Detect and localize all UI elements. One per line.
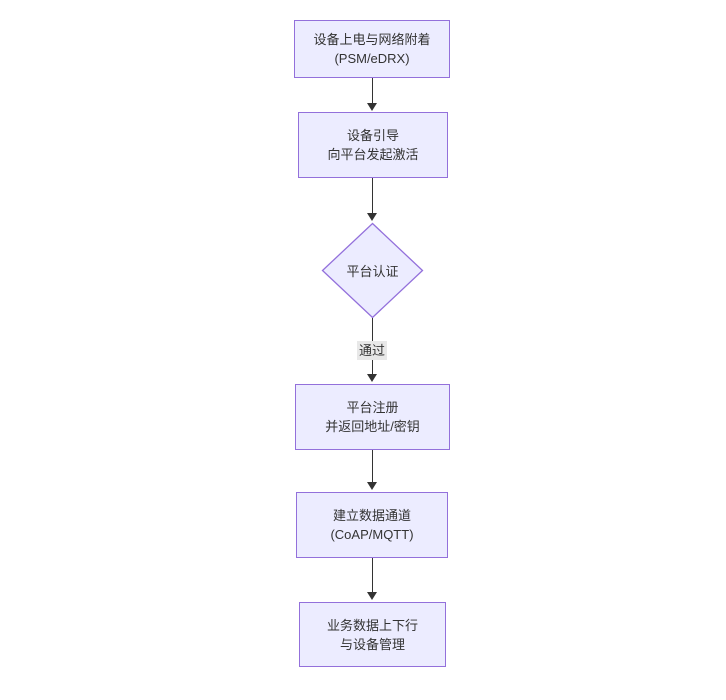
arrowhead	[367, 482, 377, 490]
node-text: 建立数据通道	[332, 508, 411, 523]
node-text: 与设备管理	[339, 636, 405, 652]
node-text: 业务数据上下行	[326, 617, 418, 633]
edge-bootstrap-to-auth	[372, 178, 373, 213]
node-text: 向平台发起激活	[327, 147, 419, 162]
flow-node-data-channel: 建立数据通道 (CoAP/MQTT)	[296, 492, 448, 558]
edge-channel-to-business	[372, 558, 373, 592]
edge-register-to-channel	[372, 450, 373, 482]
arrowhead	[367, 592, 377, 600]
arrowhead	[367, 374, 377, 382]
flow-node-power-attach: 设备上电与网络附着 (PSM/eDRX)	[294, 20, 450, 78]
node-text: 并返回地址/密钥	[325, 419, 420, 434]
flow-node-bootstrap: 设备引导 向平台发起激活	[298, 112, 448, 178]
node-text: 设备引导	[346, 128, 399, 143]
node-text: 平台注册	[346, 400, 399, 415]
arrowhead	[367, 103, 377, 111]
flow-node-platform-auth: 平台认证	[321, 222, 424, 319]
node-text: (PSM/eDRX)	[334, 51, 410, 66]
diamond-shape	[321, 222, 424, 319]
arrowhead	[367, 213, 377, 221]
flow-node-platform-register: 平台注册 并返回地址/密钥	[295, 384, 450, 450]
node-text: 平台认证	[346, 264, 399, 279]
edge-label-pass: 通过	[356, 341, 388, 360]
node-text: (CoAP/MQTT)	[330, 527, 414, 542]
flow-node-business-data: 业务数据上下行 与设备管理	[299, 602, 446, 667]
edge-power-to-bootstrap	[372, 78, 373, 103]
node-text: 设备上电与网络附着	[313, 32, 431, 47]
